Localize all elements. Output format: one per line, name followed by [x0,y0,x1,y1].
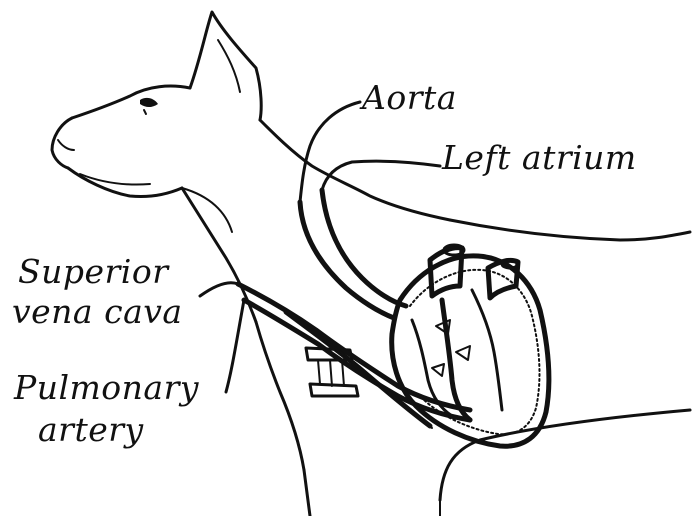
label-superior-vena-cava-line1: Superior [18,254,169,290]
dog-back-neck [260,120,450,220]
dog-foreleg [304,470,310,516]
label-superior-vena-cava-line2: vena cava [12,294,183,330]
dog-jaw [68,168,182,197]
aorta-vessel [300,190,406,318]
heart-valve-3 [432,364,444,376]
dog-back [450,220,690,240]
leader-pulmonary-artery [226,300,244,392]
heart-valve-2 [456,346,470,360]
dog-ear [190,12,261,120]
leader-left-atrium [322,161,440,190]
dog-chest [256,322,304,470]
pulmonary-artery-vessel [286,312,432,428]
dog-head-top [72,86,190,118]
dog-eye [140,98,158,114]
dog-nose-line [58,140,74,150]
dog-snout [52,118,72,168]
label-pulmonary-artery-line1: Pulmonary [14,370,199,406]
heart-septum [442,300,470,420]
label-pulmonary-artery-line2: artery [38,412,144,448]
heart-chamber-left [472,290,502,410]
label-aorta: Aorta [362,80,457,116]
leader-superior-vena-cava [200,283,238,296]
label-left-atrium: Left atrium [442,140,637,176]
dog-belly [440,410,690,500]
